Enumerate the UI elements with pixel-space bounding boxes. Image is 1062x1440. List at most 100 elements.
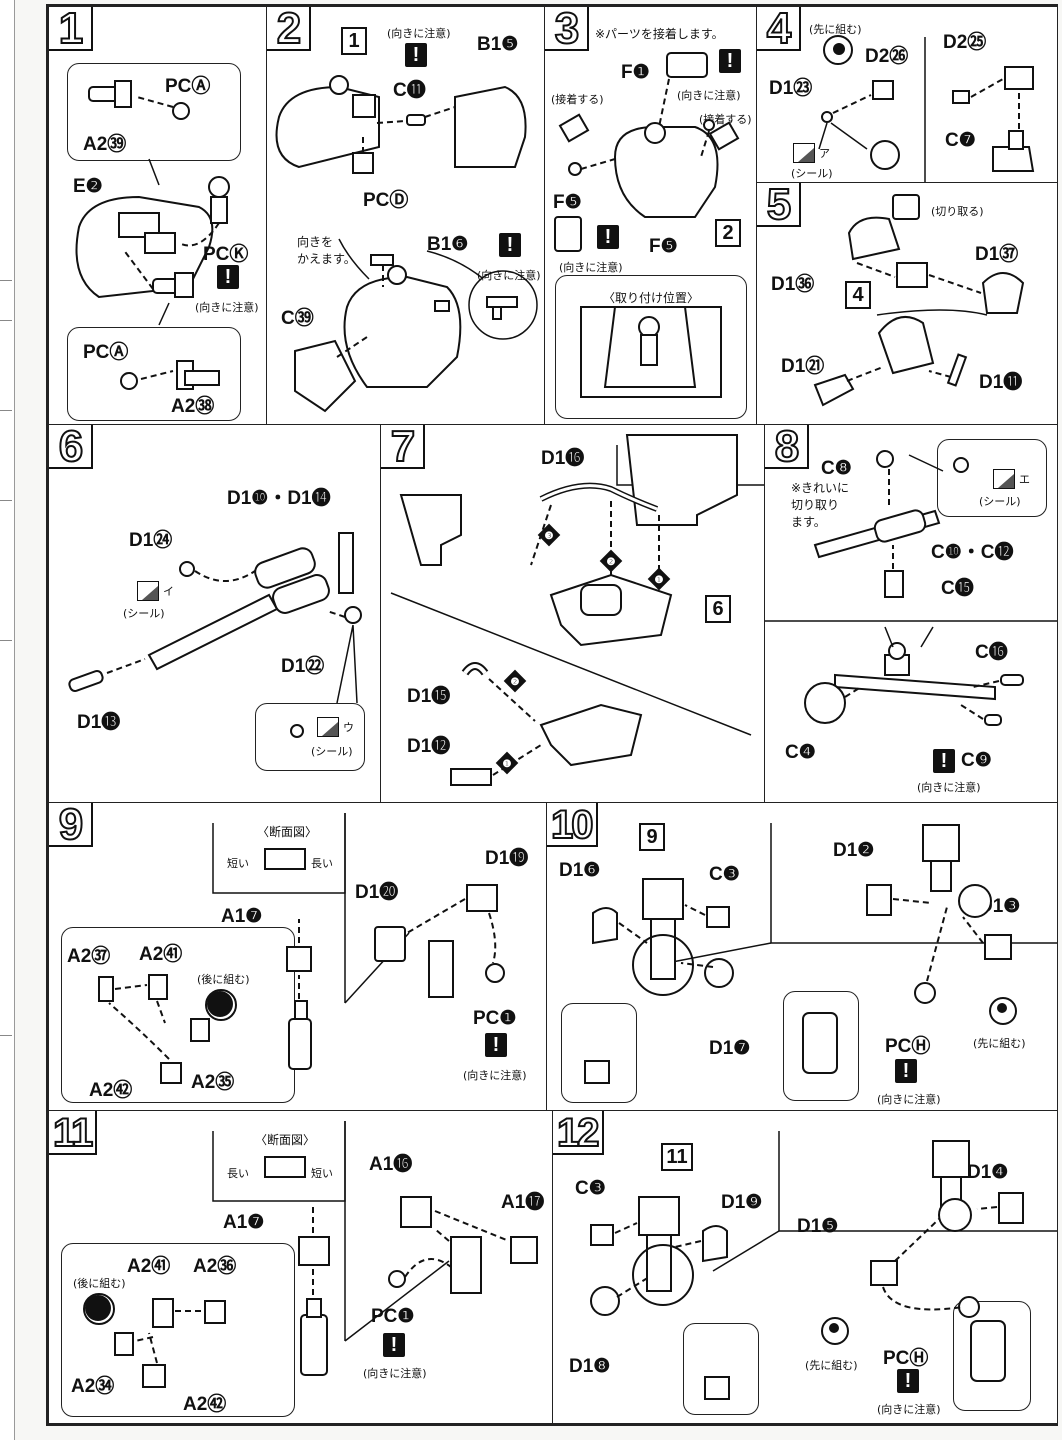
step-7-panel: 7 D1⓰ 6 D1⓯ D1⓬ bbox=[380, 424, 766, 804]
label-d1-4: D1❹ bbox=[967, 1162, 1009, 1183]
label-d1-23: D1㉓ bbox=[769, 78, 813, 99]
step-3-panel: 3 ※パーツを接着します。 F❶ ! (向きに注意) (接着する) (接着する) bbox=[544, 6, 758, 426]
reference-step-box: 1 bbox=[341, 27, 367, 55]
step-number: 6 bbox=[49, 425, 93, 470]
label-d1-12: D1⓬ bbox=[407, 736, 451, 757]
step-6-drawing bbox=[68, 532, 362, 738]
label-d1-36: D1㊱ bbox=[771, 274, 815, 295]
caution-icon: ! bbox=[485, 1033, 507, 1057]
instruction-sheet: 1 PCⒶ A2㊴ E❷ bbox=[46, 4, 1058, 1426]
caution-icon: ! bbox=[895, 1059, 917, 1083]
order-3: ❸ bbox=[545, 531, 554, 542]
label-c15: C⓯ bbox=[941, 578, 974, 599]
glue-left: (接着する) bbox=[551, 93, 604, 106]
step-number: 11 bbox=[49, 1111, 98, 1156]
label-d1-11: D1⓫ bbox=[979, 372, 1023, 393]
caution-icon-mid: ! bbox=[499, 233, 521, 257]
assemble-first-icon bbox=[989, 997, 1017, 1025]
label-pc-h: PCⒽ bbox=[885, 1036, 931, 1057]
label-d1-6: D1❻ bbox=[559, 860, 601, 881]
label-d1-13: D1⓭ bbox=[77, 712, 121, 733]
section-long: 長い bbox=[227, 1167, 249, 1180]
label-a2-38: A2㊳ bbox=[171, 396, 215, 417]
label-f5-right: F❺ bbox=[649, 236, 678, 257]
step-12-drawing bbox=[590, 1131, 1057, 1400]
assemble-first-text: (先に組む) bbox=[973, 1037, 1026, 1050]
step-9-drawing bbox=[98, 813, 505, 1084]
label-pc-i: PC❶ bbox=[371, 1306, 415, 1327]
step-3-drawing bbox=[554, 52, 740, 398]
detail-bubble bbox=[561, 1003, 637, 1103]
label-d1-9: D1❾ bbox=[721, 1192, 763, 1213]
label-b1-5: B1❺ bbox=[477, 34, 519, 55]
caution-icon: ! bbox=[217, 265, 239, 289]
caution-text: (向きに注意) bbox=[877, 1093, 941, 1106]
label-d1-19: D1⓳ bbox=[485, 848, 529, 869]
caution-text: (向きに注意) bbox=[363, 1367, 427, 1380]
step-7-drawing: ❸ ❷ ❶ ❷ ❶ bbox=[390, 434, 765, 786]
caution-text-mid: (向きに注意) bbox=[477, 269, 541, 282]
label-d2-26: D2㉖ bbox=[865, 46, 909, 67]
label-d1-20: D1⓴ bbox=[355, 882, 399, 903]
caution-text-top: (向きに注意) bbox=[677, 89, 741, 102]
label-c10-12: C❿・C⓬ bbox=[931, 542, 1014, 563]
label-d1-24: D1㉔ bbox=[129, 530, 173, 551]
order-2: ❷ bbox=[607, 557, 616, 568]
label-pc-a-top: PCⒶ bbox=[165, 76, 211, 97]
assemble-first-dot bbox=[997, 1003, 1007, 1013]
sticker-text: (シール) bbox=[791, 167, 833, 180]
label-c3: C❸ bbox=[575, 1178, 606, 1199]
assemble-first-dot bbox=[833, 43, 845, 55]
reference-step-box: 9 bbox=[639, 823, 665, 851]
label-f5-left: F❺ bbox=[553, 192, 582, 213]
step-1-panel: 1 PCⒶ A2㊴ E❷ bbox=[48, 6, 268, 426]
step-5-drawing bbox=[813, 194, 1025, 407]
label-a2-37: A2㊲ bbox=[67, 946, 111, 967]
label-b1-6: B1❻ bbox=[427, 234, 469, 255]
left-margin-strip bbox=[0, 0, 15, 1440]
caution-icon: ! bbox=[383, 1333, 405, 1357]
label-a1-7: A1❼ bbox=[221, 906, 263, 927]
sticker-e-letter: エ bbox=[1019, 473, 1030, 486]
label-e2: E❷ bbox=[73, 176, 103, 197]
assemble-after-dot bbox=[207, 991, 233, 1017]
step-10-drawing bbox=[584, 823, 1057, 1084]
caution-text-bottom: (向きに注意) bbox=[559, 261, 623, 274]
label-a2-42: A2㊷ bbox=[89, 1080, 133, 1101]
label-c16: C⓰ bbox=[975, 642, 1008, 663]
sticker-i-icon bbox=[137, 581, 159, 601]
caution-icon-top: ! bbox=[719, 49, 741, 73]
label-a1-17: A1⓱ bbox=[501, 1192, 545, 1213]
label-c11: C⓫ bbox=[393, 80, 426, 101]
step-5-panel: 5 (切り取る) D1㊱ D1㊲ 4 D1㉑ D1⓫ bbox=[756, 182, 1058, 426]
label-a1-7: A1❼ bbox=[223, 1212, 265, 1233]
order-2-bottom: ❷ bbox=[511, 677, 520, 688]
assemble-first-icon bbox=[823, 35, 853, 65]
sticker-u-letter: ウ bbox=[343, 721, 354, 734]
label-c4: C❹ bbox=[785, 742, 816, 763]
label-d1-15: D1⓯ bbox=[407, 686, 451, 707]
step-12-panel: 12 11 C❸ D1❾ D1❽ D1❹ D1❺ (先に組む) PCⒽ ! (向… bbox=[552, 1110, 1058, 1424]
label-a2-41: A2㊶ bbox=[127, 1256, 171, 1277]
detail-bubble bbox=[61, 1243, 295, 1417]
caution-icon: ! bbox=[933, 749, 955, 773]
label-a2-42: A2㊷ bbox=[183, 1394, 227, 1415]
step-number: 10 bbox=[547, 803, 598, 848]
assemble-after-dot bbox=[85, 1295, 111, 1321]
sticker-u-bubble bbox=[255, 703, 365, 771]
trim-note: ※きれいに 切り取り ます。 bbox=[791, 481, 850, 529]
label-d1-21: D1㉑ bbox=[781, 356, 825, 377]
sticker-i-text: (シール) bbox=[123, 607, 165, 620]
note-turn-around: 向きを かえます。 bbox=[297, 235, 356, 266]
position-title: 〈取り付け位置〉 bbox=[603, 291, 700, 305]
step-number: 8 bbox=[765, 425, 809, 470]
section-short: 短い bbox=[311, 1167, 333, 1180]
step-4-panel: 4 (先に組む) D1㉓ D2㉖ D2㉕ C❼ bbox=[756, 6, 1058, 184]
label-pc-k: PCⓀ bbox=[203, 244, 249, 265]
section-short: 短い bbox=[227, 857, 249, 870]
label-d1-22: D1㉒ bbox=[281, 656, 325, 677]
step-number: 1 bbox=[49, 7, 93, 52]
label-d1-2: D1❷ bbox=[833, 840, 875, 861]
step-number: 2 bbox=[267, 7, 311, 52]
step-number: 9 bbox=[49, 803, 93, 848]
